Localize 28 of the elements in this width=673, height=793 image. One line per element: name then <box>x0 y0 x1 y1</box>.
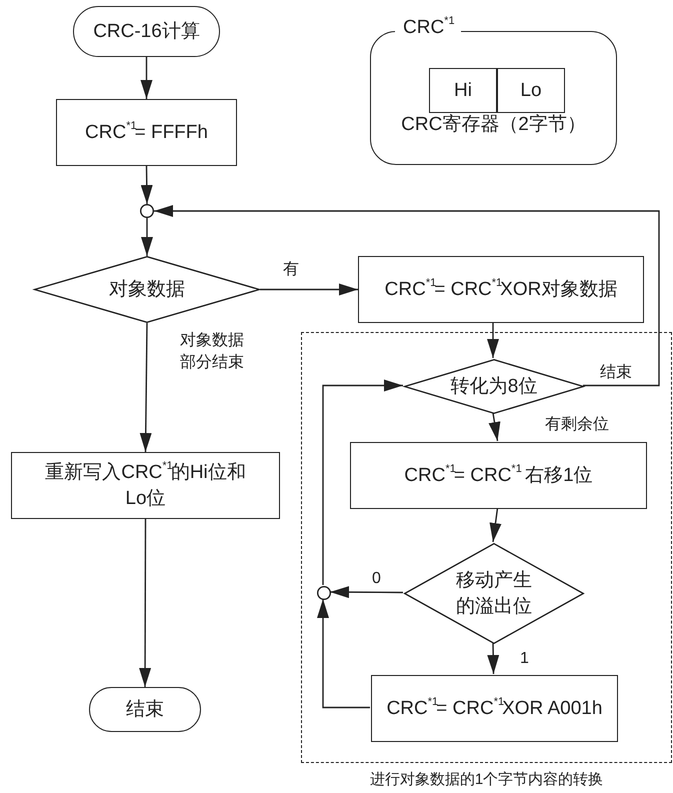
arrow <box>317 599 370 708</box>
group-caption: 进行对象数据的1个字节内容的转换 <box>368 770 604 789</box>
arrow <box>487 323 499 358</box>
arrow <box>140 323 152 452</box>
decision-text: 转化为8位 <box>450 374 538 399</box>
register-cell: Hi <box>429 68 497 113</box>
arrow <box>141 218 153 256</box>
process-box: CRC$^{*1}$= CRC$^{*1}$XOR对象数据 <box>358 256 644 323</box>
decision-text: 对象数据 <box>109 278 185 302</box>
terminal-box: 结束 <box>89 687 201 732</box>
arrow <box>139 519 152 687</box>
arrow <box>140 57 152 99</box>
process-box: 重新写入CRC$^{*1}$的Hi位和Lo位 <box>11 452 280 519</box>
arrow <box>330 586 403 598</box>
arrow <box>488 412 500 442</box>
process-box: CRC$^{*1}$= CRC$^{*1}$ 右移1位 <box>350 442 647 509</box>
arrow <box>260 284 358 296</box>
register-caption: CRC寄存器（2字节） <box>400 113 587 138</box>
decision-text: 移动产生的溢出位 <box>455 568 533 618</box>
arrow <box>490 508 502 542</box>
process-box: CRC$^{*1}$= FFFFh <box>56 99 237 166</box>
arrow <box>322 380 403 585</box>
arrow <box>140 166 153 204</box>
terminal-box: CRC-16计算 <box>73 6 220 57</box>
register-cell: Lo <box>497 68 565 113</box>
process-box: CRC$^{*1}$= CRC$^{*1}$XOR A001h <box>371 675 618 742</box>
arrow <box>154 205 660 386</box>
arrow <box>487 642 500 674</box>
